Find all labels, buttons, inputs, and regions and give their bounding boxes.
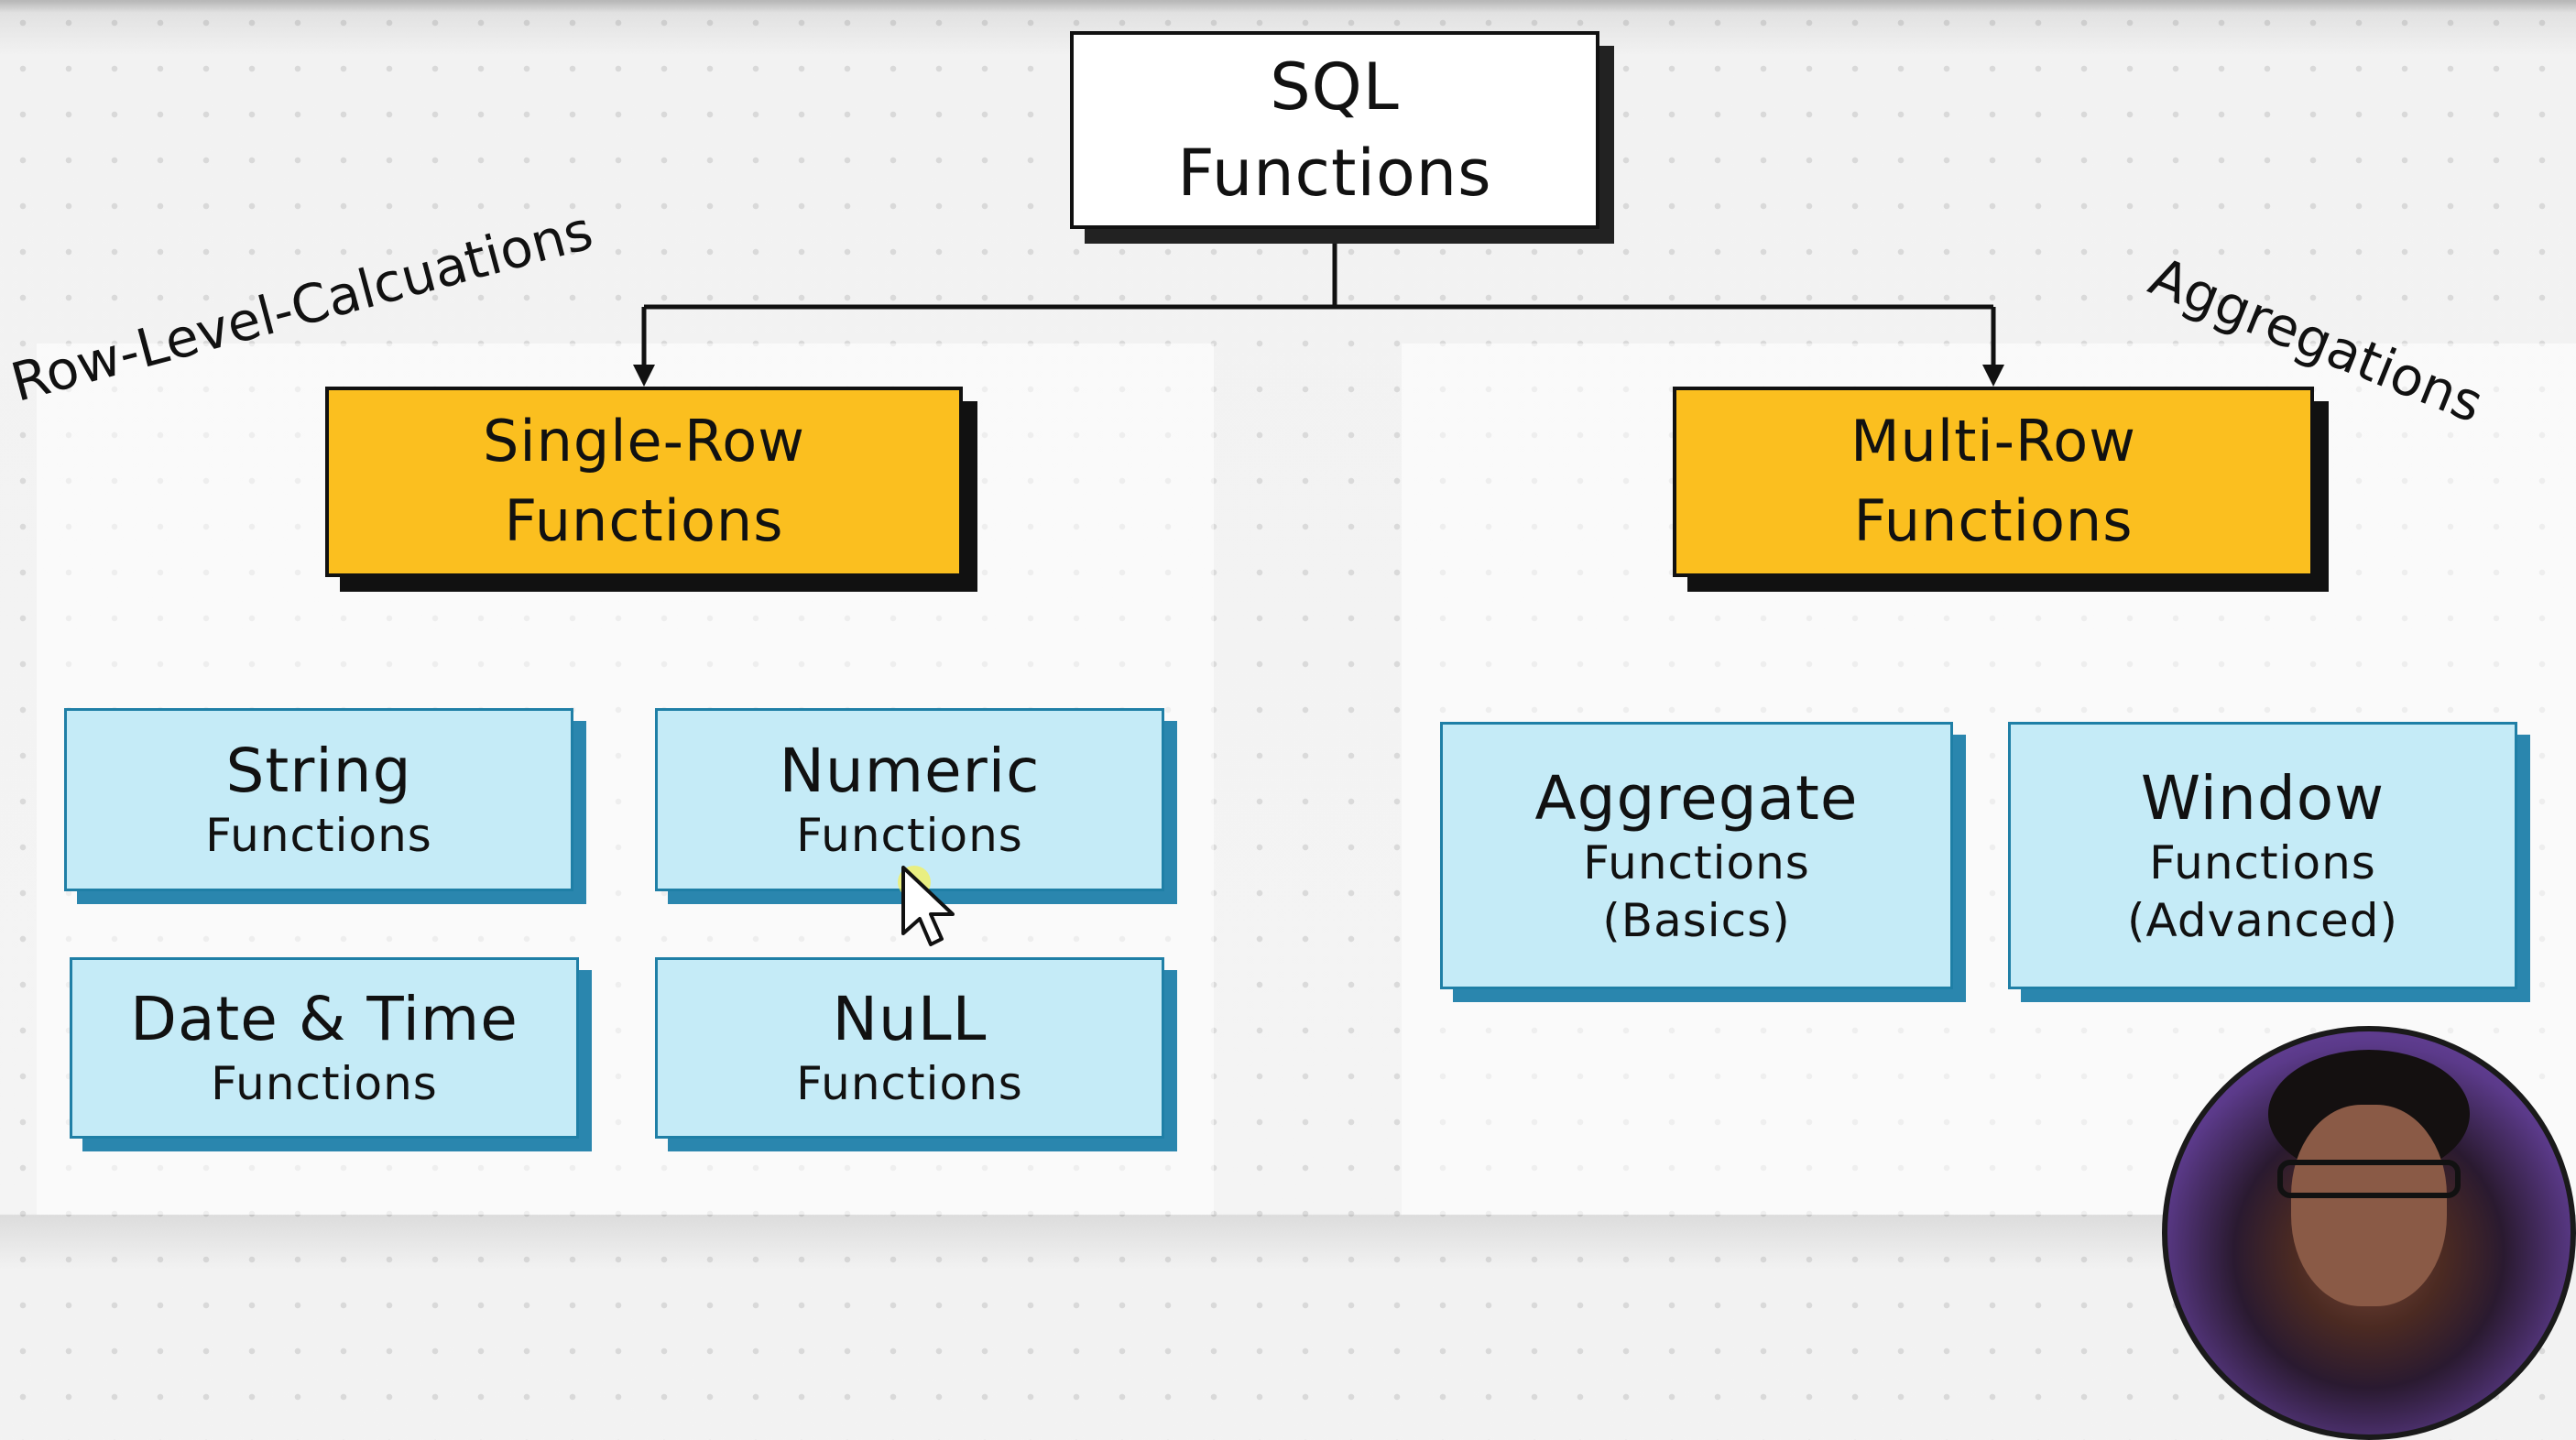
date-time-sub: Functions <box>211 1057 438 1111</box>
single-row-line2: Functions <box>504 487 784 554</box>
aggregate-sub: Functions <box>1583 836 1810 890</box>
aggregate-title: Aggregate <box>1534 762 1859 834</box>
numeric-sub: Functions <box>796 809 1023 863</box>
presenter-face <box>2291 1105 2447 1306</box>
numeric-title: Numeric <box>779 736 1041 807</box>
string-title: String <box>225 736 412 807</box>
single-row-functions-box: Single-Row Functions <box>325 387 963 577</box>
tree-connectors <box>633 229 2004 387</box>
presenter-glasses <box>2277 1160 2461 1198</box>
null-functions-box: NuLL Functions <box>655 957 1164 1139</box>
multi-row-line1: Multi-Row <box>1850 408 2136 475</box>
numeric-functions-box: Numeric Functions <box>655 708 1164 891</box>
single-row-line1: Single-Row <box>483 408 805 475</box>
mouse-cursor-icon <box>898 866 955 946</box>
sql-functions-root: SQL Functions <box>1070 31 1599 229</box>
string-sub: Functions <box>205 809 432 863</box>
left-arrowhead <box>633 365 655 387</box>
multi-row-functions-box: Multi-Row Functions <box>1673 387 2314 577</box>
aggregate-note: (Basics) <box>1602 893 1791 947</box>
null-title: NuLL <box>832 984 988 1055</box>
multi-row-line2: Functions <box>1853 487 2134 554</box>
root-line1: SQL <box>1270 49 1400 125</box>
window-title: Window <box>2140 762 2385 834</box>
aggregate-functions-box: Aggregate Functions (Basics) <box>1440 722 1953 989</box>
root-line2: Functions <box>1177 136 1492 211</box>
top-video-bar <box>0 0 2576 13</box>
window-sub: Functions <box>2149 836 2376 890</box>
right-arrowhead <box>1982 365 2004 387</box>
date-time-title: Date & Time <box>130 984 518 1055</box>
null-sub: Functions <box>796 1057 1023 1111</box>
date-time-functions-box: Date & Time Functions <box>70 957 579 1139</box>
string-functions-box: String Functions <box>64 708 573 891</box>
window-note: (Advanced) <box>2127 893 2398 947</box>
window-functions-box: Window Functions (Advanced) <box>2008 722 2517 989</box>
presenter-webcam <box>2162 1026 2576 1440</box>
